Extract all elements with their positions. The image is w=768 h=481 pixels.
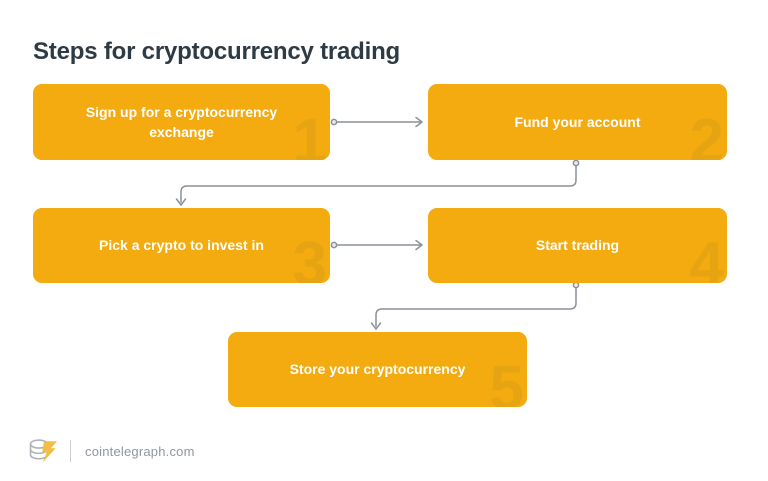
connector-step4-step5 (370, 281, 580, 330)
step-number-watermark: 5 (489, 354, 524, 408)
step-label: Start trading (535, 237, 620, 254)
step-box-3: 3 Pick a crypto to invest in (33, 208, 330, 283)
step-label: Store your cryptocurrency (289, 361, 466, 378)
step-label: Fund your account (514, 113, 641, 130)
footer-divider (70, 440, 71, 462)
step-box-4: 4 Start trading (428, 208, 727, 283)
footer-branding: cointelegraph.com (28, 437, 195, 465)
connector-step3-step4 (330, 239, 423, 251)
step-label: Sign up for a cryptocurrency exchange (85, 103, 278, 140)
step-box-1: 1 Sign up for a cryptocurrency exchange (33, 84, 330, 160)
step-label: Pick a crypto to invest in (99, 237, 264, 254)
step-number-watermark: 3 (292, 230, 327, 284)
step-number-watermark: 2 (689, 107, 724, 161)
page-title: Steps for cryptocurrency trading (33, 38, 401, 66)
step-box-2: 2 Fund your account (428, 84, 727, 160)
lightning-bolt-glyph (42, 440, 58, 463)
step-number-watermark: 4 (689, 230, 724, 284)
footer-site-label: cointelegraph.com (85, 443, 195, 459)
connector-step1-step2 (330, 116, 423, 128)
cointelegraph-logo-icon (29, 438, 58, 463)
connector-step2-step3 (175, 159, 580, 206)
step-number-watermark: 1 (292, 107, 327, 161)
step-box-5: 5 Store your cryptocurrency (228, 332, 527, 407)
